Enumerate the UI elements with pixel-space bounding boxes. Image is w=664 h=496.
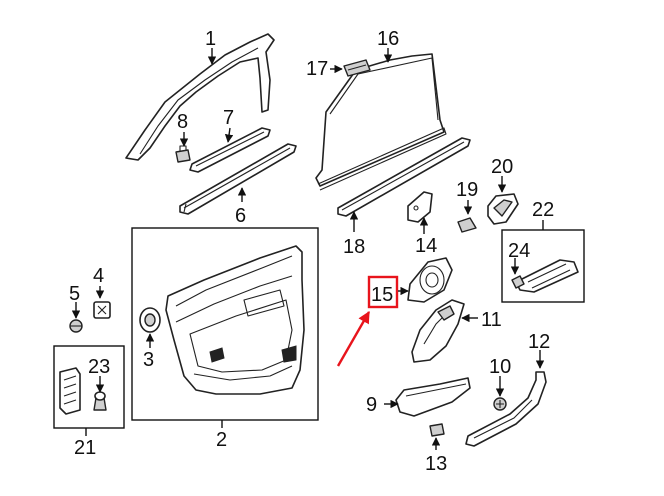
callout-8: 8 — [177, 111, 188, 133]
callout-20: 20 — [491, 156, 513, 178]
callout-15: 15 — [371, 284, 393, 306]
part-16-sunshade — [315, 53, 447, 191]
callout-6: 6 — [235, 205, 246, 227]
callout-7: 7 — [223, 107, 234, 129]
callout-13: 13 — [425, 453, 447, 475]
callout-12: 12 — [528, 331, 550, 353]
part-9-armrest — [395, 377, 471, 417]
part-19-switch — [457, 217, 477, 233]
part-6-sill-strip — [179, 143, 297, 215]
part-7-trim-strip — [189, 127, 271, 173]
part-10-screw — [493, 397, 507, 411]
part-18-lower-rail — [337, 137, 471, 217]
callout-17: 17 — [306, 58, 328, 80]
part-5-clip — [69, 319, 83, 333]
part-4-switch-cap — [93, 301, 111, 319]
callout-14: 14 — [415, 235, 437, 257]
callout-15-highlight-box — [367, 275, 399, 309]
callout-2: 2 — [216, 429, 227, 451]
part-23-bulb — [93, 391, 107, 411]
part-13-clip — [429, 423, 445, 437]
callout-3: 3 — [143, 349, 154, 371]
part-17-block — [343, 59, 371, 77]
callout-22: 22 — [532, 199, 554, 221]
part-11-trim-panel — [411, 299, 465, 363]
part-24-switch-assembly — [511, 259, 579, 293]
highlight-arrow — [336, 310, 371, 367]
callout-4: 4 — [93, 265, 104, 287]
part-20-handle-housing — [487, 193, 519, 225]
callout-23: 23 — [88, 356, 110, 378]
callout-1: 1 — [205, 28, 216, 50]
part-15-speaker-grille — [407, 257, 453, 303]
part-21-lamp-housing — [59, 367, 81, 415]
group-box-2 — [131, 227, 319, 421]
part-2-door-trim-panel — [165, 245, 305, 395]
part-14-bracket — [407, 191, 433, 223]
callout-18: 18 — [343, 236, 365, 258]
callout-19: 19 — [456, 179, 478, 201]
part-1-frame-molding — [125, 33, 275, 161]
callout-5: 5 — [69, 283, 80, 305]
callout-24: 24 — [508, 240, 530, 262]
group-box-21 — [53, 345, 125, 429]
part-3-speaker — [139, 307, 161, 333]
callout-11: 11 — [481, 309, 502, 331]
callout-16: 16 — [377, 28, 399, 50]
callout-9: 9 — [366, 394, 377, 416]
part-12-pull-handle — [465, 371, 547, 447]
callout-21: 21 — [74, 437, 96, 459]
part-8-clip — [175, 145, 191, 163]
callout-10: 10 — [489, 356, 511, 378]
